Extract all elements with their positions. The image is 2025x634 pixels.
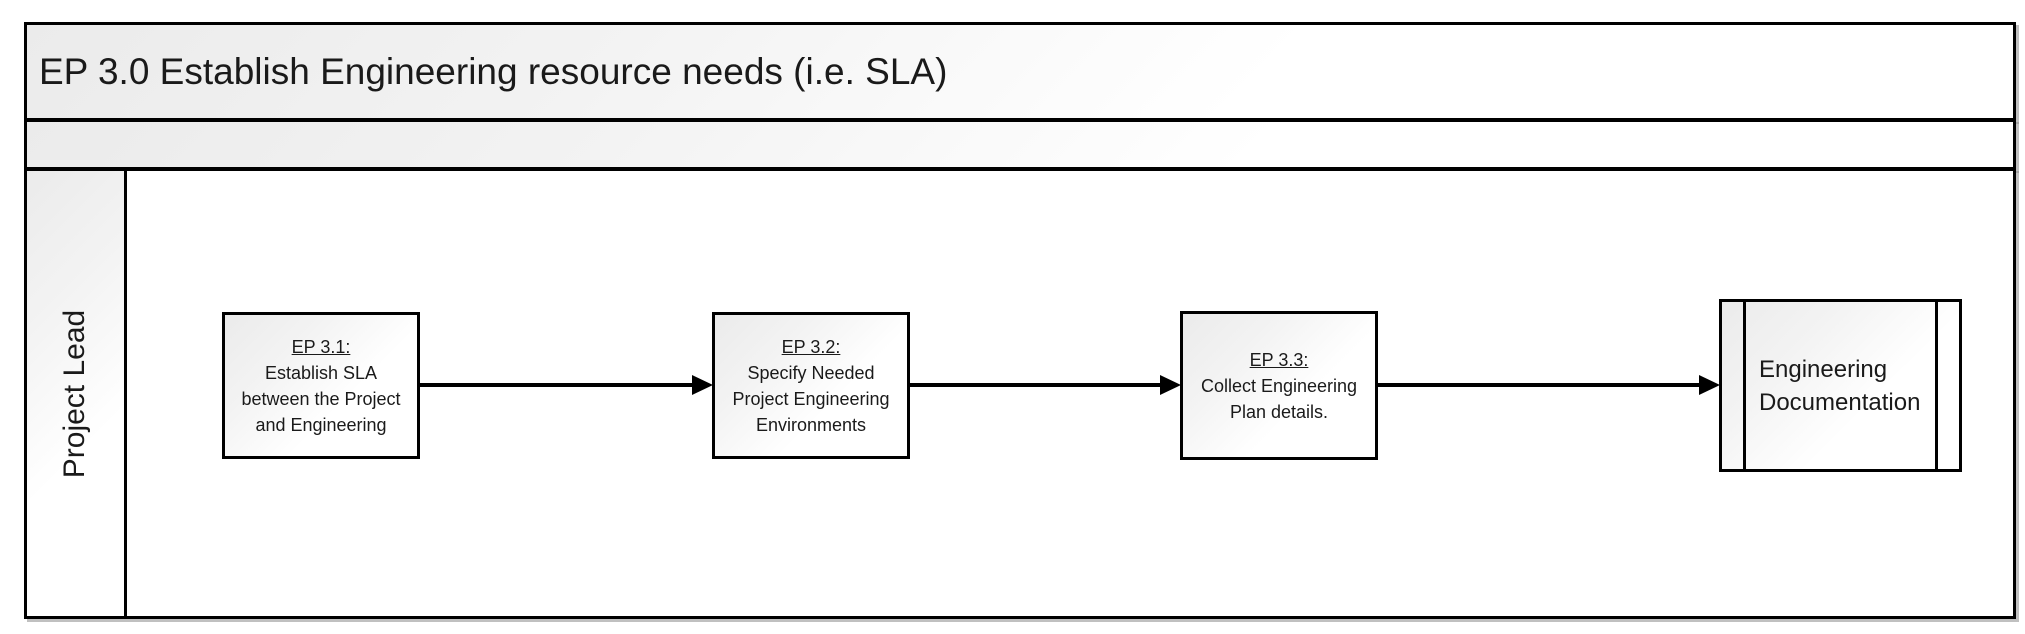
process-step-ep-3-3: EP 3.3: Collect Engineering Plan details… bbox=[1180, 311, 1378, 460]
swimlane-label-cell: Project Lead bbox=[27, 171, 127, 616]
predefined-process-left-bar bbox=[1743, 302, 1746, 469]
artifact-line: Documentation bbox=[1759, 388, 1921, 416]
process-step-ep-3-1: EP 3.1: Establish SLA between the Projec… bbox=[222, 312, 420, 459]
diagram-title-band: EP 3.0 Establish Engineering resource ne… bbox=[24, 22, 2016, 121]
artifact-engineering-documentation: Engineering Documentation bbox=[1719, 299, 1962, 472]
flow-arrow-2-line bbox=[908, 383, 1162, 387]
process-step-ep-3-2: EP 3.2: Specify Needed Project Engineeri… bbox=[712, 312, 910, 459]
flow-arrow-2-arrowhead-icon bbox=[1160, 375, 1181, 395]
flow-arrow-3-arrowhead-icon bbox=[1699, 375, 1720, 395]
artifact-line: Engineering bbox=[1759, 355, 1888, 383]
artifact-label: Engineering Documentation bbox=[1759, 302, 1929, 469]
step-heading: EP 3.3: bbox=[1249, 349, 1309, 370]
flow-arrow-3-line bbox=[1375, 383, 1701, 387]
step-line: and Engineering bbox=[255, 414, 387, 435]
step-line: Establish SLA bbox=[264, 362, 378, 383]
flow-arrow-1-arrowhead-icon bbox=[692, 375, 713, 395]
step-line: Collect Engineering bbox=[1200, 375, 1358, 396]
step-line: Plan details. bbox=[1229, 401, 1329, 422]
predefined-process-right-bar bbox=[1935, 302, 1938, 469]
step-line: between the Project bbox=[241, 388, 401, 409]
diagram-title: EP 3.0 Establish Engineering resource ne… bbox=[39, 50, 948, 92]
step-line: Environments bbox=[755, 414, 867, 435]
step-line: Specify Needed bbox=[747, 362, 875, 383]
step-heading: EP 3.1: bbox=[291, 336, 351, 357]
step-line: Project Engineering bbox=[732, 388, 890, 409]
step-heading: EP 3.2: bbox=[781, 336, 841, 357]
swimlane-label: Project Lead bbox=[58, 309, 92, 478]
sub-header-band bbox=[24, 119, 2016, 170]
flow-arrow-1-line bbox=[419, 383, 694, 387]
